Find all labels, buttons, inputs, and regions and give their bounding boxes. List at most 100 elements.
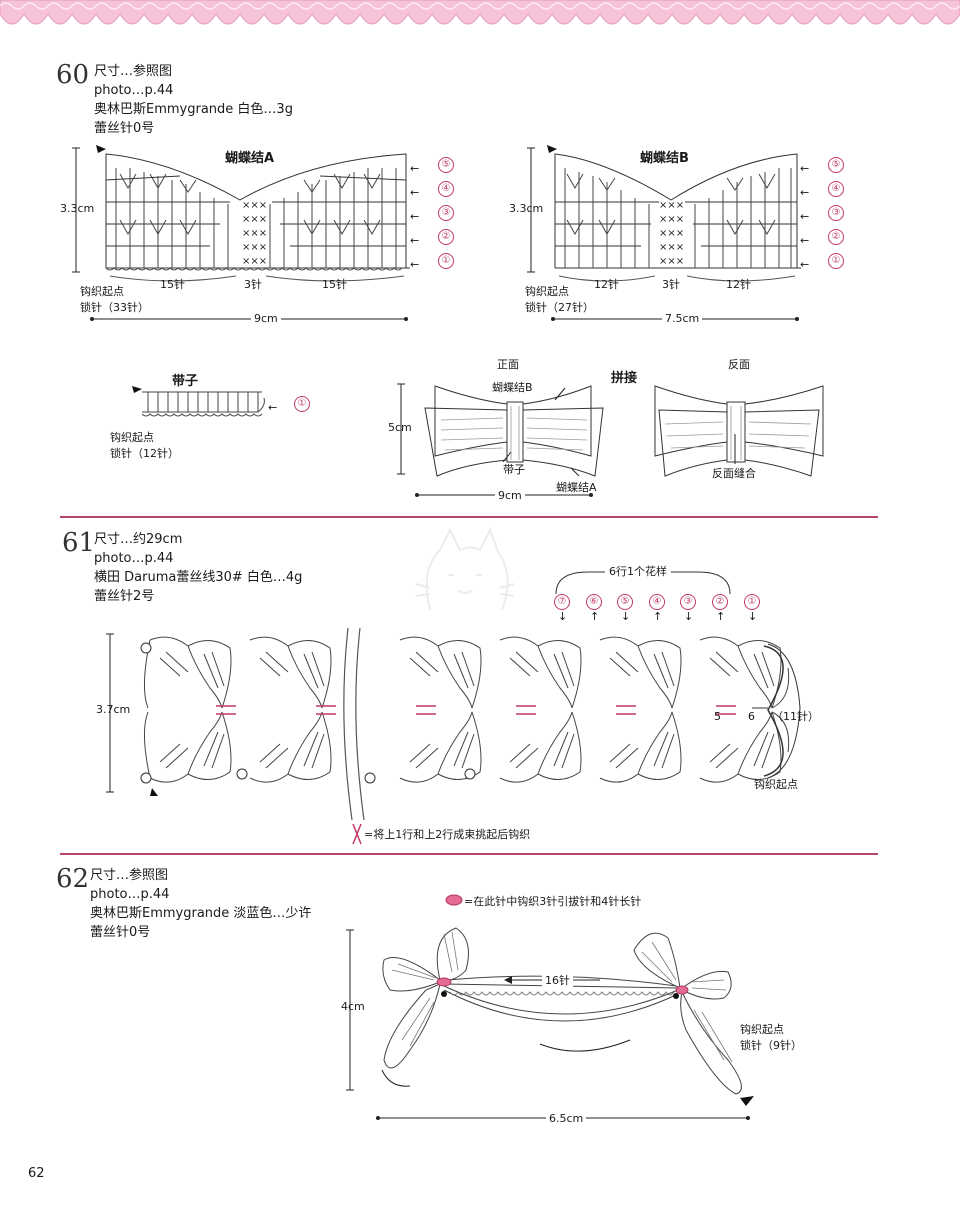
assembly-strap-label: 带子 [503,463,525,476]
row-marker: ⑥ [586,594,602,610]
bow-a-mid-count: 3针 [244,278,262,291]
info-yarn: 奥林巴斯Emmygrande 淡蓝色…少许 [90,906,312,921]
row-marker: ② [828,229,844,245]
svg-text:×××: ××× [659,214,684,225]
bow-b-mid-count: 3针 [662,278,680,291]
bow-b-right-count: 12针 [726,278,751,291]
page-number: 62 [28,1166,45,1181]
section-60-info: 尺寸…参照图 photo…p.44 奥林巴斯Emmygrande 白色…3g 蕾… [94,62,293,138]
strap-chart [132,386,265,417]
sec61-note: =将上1行和上2行成束挑起后钩织 [364,828,531,841]
svg-text:×××: ××× [659,242,684,253]
sec62-width: 6.5cm [546,1112,587,1125]
row-marker: ⑤ [438,157,454,173]
assembly-width: 9cm [495,489,525,502]
bow-a-chain: 锁针（33针） [80,301,149,314]
divider-60-61 [60,516,878,518]
svg-text:×××: ××× [242,228,267,239]
row-marker: ③ [828,205,844,221]
sec62-chain: 锁针（9针） [740,1039,802,1052]
row-marker: ⑦ [554,594,570,610]
lace-border [0,0,960,25]
assembly-title: 拼接 [611,371,638,386]
sec61-row-markers: ⑦↓ ⑥↑ ⑤↓ ④↑ ③↓ ②↑ ①↓ [554,594,774,634]
bow-b-height: 3.3cm [509,202,544,215]
divider-61-62 [60,853,878,855]
sec61-count: （11针） [772,710,819,723]
bow-a-right-count: 15针 [322,278,347,291]
row-marker: ② [438,229,454,245]
section-61-number: 61 [62,528,96,558]
ribbon-bow-chart [346,927,754,1120]
info-size: 尺寸…约29cm [94,532,183,547]
info-photo: photo…p.44 [90,887,170,902]
info-photo: photo…p.44 [94,83,174,98]
info-size: 尺寸…参照图 [90,868,169,883]
assembly-back-label: 反面 [728,358,750,371]
assembly-front-label: 正面 [497,358,519,371]
info-hook: 蕾丝针2号 [94,589,155,604]
svg-text:×××: ××× [659,256,684,267]
watermark-cat [415,527,515,611]
info-photo: photo…p.44 [94,551,174,566]
section-62-number: 62 [56,864,90,894]
row-marker: ⑤ [617,594,633,610]
row-marker: ② [712,594,728,610]
info-hook: 蕾丝针0号 [90,925,151,940]
bow-b-title: 蝴蝶结B [640,151,689,166]
assembly-bow-b-label: 蝴蝶结B [492,381,533,394]
strap-start: 钩织起点 [110,431,154,444]
lace-strip-chart [106,627,801,821]
section-60-number: 60 [56,60,90,90]
bow-b-chain: 锁针（27针） [525,301,594,314]
sec61-six: 6 [748,710,755,723]
strap-row-marker: ←① [268,396,310,415]
info-yarn: 奥林巴斯Emmygrande 白色…3g [94,102,293,117]
bow-a-chart: ××× ××× ××× ××× ××× [72,145,410,321]
row-marker: ① [744,594,760,610]
bow-a-height: 3.3cm [60,202,95,215]
bow-b-width: 7.5cm [662,312,703,325]
sec62-count: 16针 [542,972,573,988]
row-marker: ③ [680,594,696,610]
svg-text:×××: ××× [242,200,267,211]
row-marker: ⑤ [828,157,844,173]
strap-chain: 锁针（12针） [110,447,179,460]
bow-a-row-markers: ←⑤ ←④ ←③ ←② ←① [410,157,454,277]
sec61-height: 3.7cm [96,703,131,716]
svg-text:×××: ××× [242,242,267,253]
pink-oval-icon [445,894,463,906]
bundle-symbol-icon [352,823,362,845]
bow-a-left-count: 15针 [160,278,185,291]
row-marker: ④ [438,181,454,197]
section-61-info: 尺寸…约29cm photo…p.44 横田 Daruma蕾丝线30# 白色…4… [94,530,302,606]
section-62-info: 尺寸…参照图 photo…p.44 奥林巴斯Emmygrande 淡蓝色…少许 … [90,866,311,942]
svg-text:×××: ××× [242,214,267,225]
bow-b-start: 钩织起点 [525,285,569,298]
bow-b-row-markers: ←⑤ ←④ ←③ ←② ←① [800,157,844,277]
svg-text:×××: ××× [659,200,684,211]
row-marker: ① [828,253,844,269]
sec61-five: 5 [714,710,721,723]
bow-b-chart: ××× ××× ××× ××× ××× [527,145,801,321]
sec62-height: 4cm [341,1000,365,1013]
info-hook: 蕾丝针0号 [94,121,155,136]
assembly-bow-a-label: 蝴蝶结A [556,481,597,494]
bow-a-start: 钩织起点 [80,285,124,298]
sec62-legend: =在此针中钩织3针引拔针和4针长针 [464,895,642,908]
svg-text:×××: ××× [242,256,267,267]
row-marker: ① [438,253,454,269]
info-size: 尺寸…参照图 [94,64,173,79]
svg-text:×××: ××× [659,228,684,239]
sec62-start: 钩织起点 [740,1023,784,1036]
assembly-drawing [397,383,824,497]
repeat-label: 6行1个花样 [605,563,671,579]
assembly-seam-label: 反面缝合 [712,467,756,480]
assembly-height: 5cm [388,421,412,434]
info-yarn: 横田 Daruma蕾丝线30# 白色…4g [94,570,303,585]
bow-a-title: 蝴蝶结A [225,151,275,166]
row-marker: ③ [438,205,454,221]
bow-a-width: 9cm [251,312,281,325]
row-marker: ④ [649,594,665,610]
bow-b-left-count: 12针 [594,278,619,291]
